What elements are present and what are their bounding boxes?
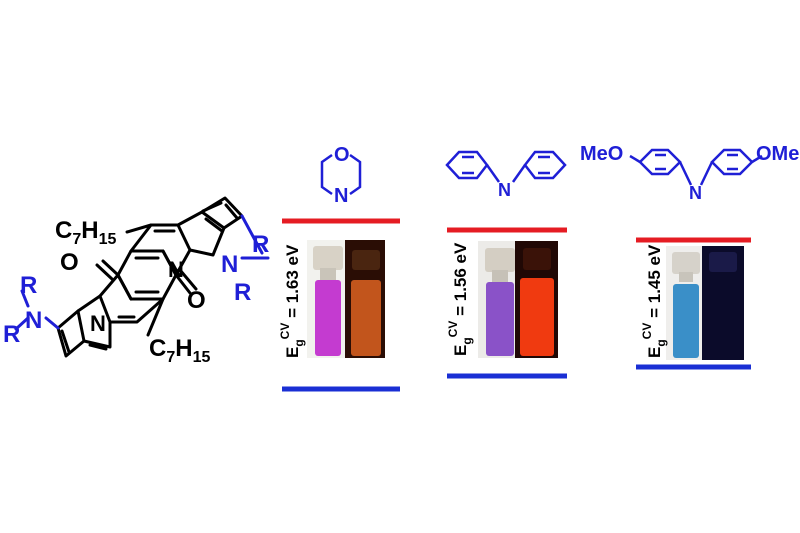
bandgap-label-3: EgCV = 1.45 eV (640, 244, 668, 358)
amine-r-right-top: R (252, 231, 269, 258)
amine-r-left-top: R (20, 272, 37, 299)
amine-r-right-bottom: R (234, 279, 251, 306)
amine-r-left-bottom: R (3, 321, 20, 348)
left-pyridinone-ring (98, 273, 165, 324)
amine-bond-right (240, 214, 264, 255)
alkyl-chain-top: C7H15 (55, 217, 116, 248)
right-pyridinone-ring (129, 223, 192, 277)
core-nitrogen-right: N (168, 257, 184, 282)
core-molecule (14, 196, 270, 358)
carbonyl-oxygen-top: O (60, 249, 79, 276)
upper-pyrrole-ring (176, 210, 226, 257)
morpholine-nitrogen: N (334, 185, 348, 207)
dimethoxy-diphenylamine-nitrogen: N (689, 183, 702, 203)
vial-photo-1 (307, 240, 385, 358)
panel-1: EgCV = 1.63 eV (278, 218, 400, 392)
vial-photo-2 (478, 241, 558, 358)
bandgap-label-2: EgCV = 1.56 eV (446, 242, 474, 356)
methoxy-right: OMe (756, 143, 799, 165)
dimethoxy-diphenylamine-structure (629, 148, 763, 186)
methoxy-left: MeO (580, 143, 623, 165)
amine-nitrogen-right: N (221, 251, 238, 278)
core-nitrogen-left: N (90, 311, 106, 336)
amine-bond-left (44, 316, 60, 330)
bandgap-label-1: EgCV = 1.63 eV (278, 244, 306, 358)
panel-2: EgCV = 1.56 eV (446, 227, 567, 379)
panel-3: EgCV = 1.45 eV (636, 237, 751, 370)
vial-photo-3 (666, 246, 744, 360)
morpholine-oxygen: O (334, 144, 350, 166)
alkyl-chain-bottom: C7H15 (149, 335, 210, 366)
diphenylamine-nitrogen: N (498, 180, 511, 200)
morpholine-structure (320, 153, 362, 196)
carbonyl-oxygen-bottom: O (187, 287, 206, 314)
amine-nitrogen-left: N (25, 307, 42, 334)
diphenylamine-structure (445, 150, 567, 183)
